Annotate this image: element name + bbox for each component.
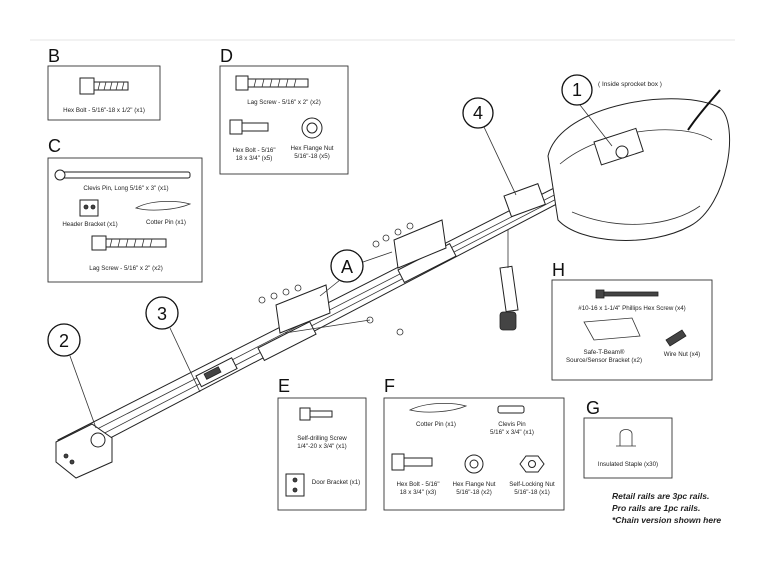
box-h-bracket-caption-2: Source/Sensor Bracket (x2) xyxy=(566,357,642,364)
box-e-screw-caption-1: Self-drilling Screw xyxy=(297,435,347,442)
box-f-clevis-caption-2: 5/16" x 3/4" (x1) xyxy=(490,429,534,436)
motor-housing xyxy=(547,98,731,241)
box-c-header-bracket-caption: Header Bracket (x1) xyxy=(62,221,117,228)
note-retail: Retail rails are 3pc rails. xyxy=(612,491,709,501)
callout-a xyxy=(330,249,364,283)
box-e-screw-caption-2: 1/4"-20 x 3/4" (x1) xyxy=(297,443,346,450)
box-e: E Self-drilling Screw 1/4"-20 x 3/4" (x1… xyxy=(277,376,367,511)
callout-a-label: A xyxy=(341,257,353,277)
box-f-flange-caption-2: 5/16"-18 (x2) xyxy=(456,489,492,496)
door-arm xyxy=(499,230,519,331)
box-b-hex-bolt-caption: Hex Bolt - 5/16"-18 x 1/2" (x1) xyxy=(63,107,145,114)
box-d: D Lag Screw - 5/16" x 2" (x2) Hex Bolt -… xyxy=(219,46,349,175)
box-h-wirenut-caption: Wire Nut (x4) xyxy=(664,351,700,358)
callouts: 1 ( Inside sprocket box ) 4 A 3 2 xyxy=(47,74,662,429)
header-bracket-end xyxy=(55,423,113,479)
box-c-lag-caption: Lag Screw - 5/16" x 2" (x2) xyxy=(89,265,163,272)
box-h: H #10-16 x 1-1/4" Phillips Hex Screw (x4… xyxy=(551,260,713,381)
callout-3-label: 3 xyxy=(157,304,167,324)
bracket-left xyxy=(275,284,331,334)
box-f-clevis-caption-1: Clevis Pin xyxy=(498,421,526,428)
motor-unit xyxy=(503,89,731,241)
rail-assembly xyxy=(57,184,573,459)
motor-note: ( Inside sprocket box ) xyxy=(598,81,662,88)
box-f-bolt-caption-2: 18 x 3/4" (x3) xyxy=(400,489,437,496)
callout-1 xyxy=(561,74,593,106)
box-c-letter: C xyxy=(48,136,61,156)
box-f-letter: F xyxy=(384,376,395,396)
callout-2-label: 2 xyxy=(59,331,69,351)
rail-bracket-4 xyxy=(503,183,546,218)
box-c-cotter-caption: Cotter Pin (x1) xyxy=(146,219,186,226)
power-cord xyxy=(687,89,721,131)
box-e-bracket-caption: Door Bracket (x1) xyxy=(312,479,360,486)
box-g-staple-caption: Insulated Staple (x30) xyxy=(598,461,658,468)
box-h-bracket-caption-1: Safe-T-Beam® xyxy=(583,349,624,356)
callout-3 xyxy=(145,296,179,330)
box-e-letter: E xyxy=(278,376,290,396)
box-g: G Insulated Staple (x30) xyxy=(583,398,673,479)
box-d-letter: D xyxy=(220,46,233,66)
note-chain: *Chain version shown here xyxy=(612,515,721,525)
box-d-lag-caption: Lag Screw - 5/16" x 2" (x2) xyxy=(247,99,321,106)
header-end xyxy=(55,423,113,479)
box-h-letter: H xyxy=(552,260,565,280)
rail-notes: Retail rails are 3pc rails. Pro rails ar… xyxy=(612,491,721,525)
box-c-clevis-caption: Clevis Pin, Long 5/16" x 3" (x1) xyxy=(83,185,168,192)
box-d-nut-caption-2: 5/16"-18 (x5) xyxy=(294,153,330,160)
callout-4 xyxy=(462,97,494,129)
box-d-bolt-caption-1: Hex Bolt - 5/16" xyxy=(232,147,275,154)
callout-4-label: 4 xyxy=(473,103,483,123)
box-f-locknut-caption-1: Self-Locking Nut xyxy=(509,481,555,488)
note-pro: Pro rails are 1pc rails. xyxy=(612,503,700,513)
box-f-bolt-caption-1: Hex Bolt - 5/16" xyxy=(396,481,439,488)
bracket-right xyxy=(393,219,447,269)
box-b: B Hex Bolt - 5/16"-18 x 1/2" (x1) xyxy=(47,46,161,121)
callout-1-label: 1 xyxy=(572,80,582,100)
box-f-flange-caption-1: Hex Flange Nut xyxy=(453,481,496,488)
box-f: F Cotter Pin (x1) Clevis Pin 5/16" x 3/4… xyxy=(383,376,565,511)
box-b-letter: B xyxy=(48,46,60,66)
box-h-screw-caption: #10-16 x 1-1/4" Phillips Hex Screw (x4) xyxy=(578,305,685,312)
box-f-cotter-caption: Cotter Pin (x1) xyxy=(416,421,456,428)
rail-brackets-a xyxy=(258,219,447,336)
box-f-locknut-caption-2: 5/16"-18 (x1) xyxy=(514,489,550,496)
box-g-letter: G xyxy=(586,398,600,418)
rail-joint-1 xyxy=(257,320,317,362)
box-d-nut-caption-1: Hex Flange Nut xyxy=(291,145,334,152)
callout-2 xyxy=(47,323,81,357)
box-d-bolt-caption-2: 18 x 3/4" (x5) xyxy=(236,155,273,162)
box-c: C Clevis Pin, Long 5/16" x 3" (x1) Heade… xyxy=(47,136,203,283)
